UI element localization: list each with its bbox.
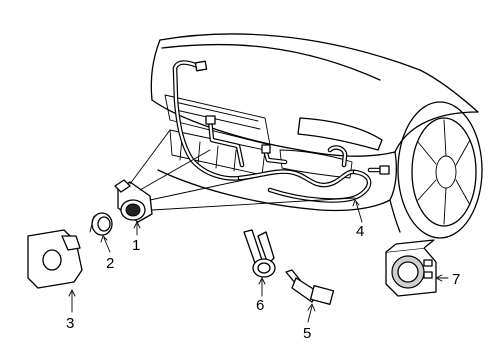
vehicle-front-outline — [150, 33, 479, 233]
callout-4: 4 — [356, 223, 364, 240]
callout-arrows — [68, 199, 449, 323]
callout-3: 3 — [66, 315, 74, 332]
connector-part-5 — [285, 269, 335, 305]
retainer-ring-part-2 — [89, 212, 113, 236]
bracket-part-3 — [27, 229, 83, 289]
callout-5: 5 — [303, 325, 311, 342]
park-sensor-part-1 — [114, 179, 153, 223]
wiring-harness — [172, 60, 390, 203]
callout-6: 6 — [256, 297, 264, 314]
callout-2: 2 — [106, 255, 114, 272]
sensor-leader-lines — [129, 129, 356, 211]
control-module-part-7 — [385, 239, 437, 297]
callout-7: 7 — [452, 271, 460, 288]
callout-1: 1 — [132, 237, 140, 254]
sensor-holder-part-6 — [243, 229, 276, 278]
wheel — [397, 101, 483, 239]
